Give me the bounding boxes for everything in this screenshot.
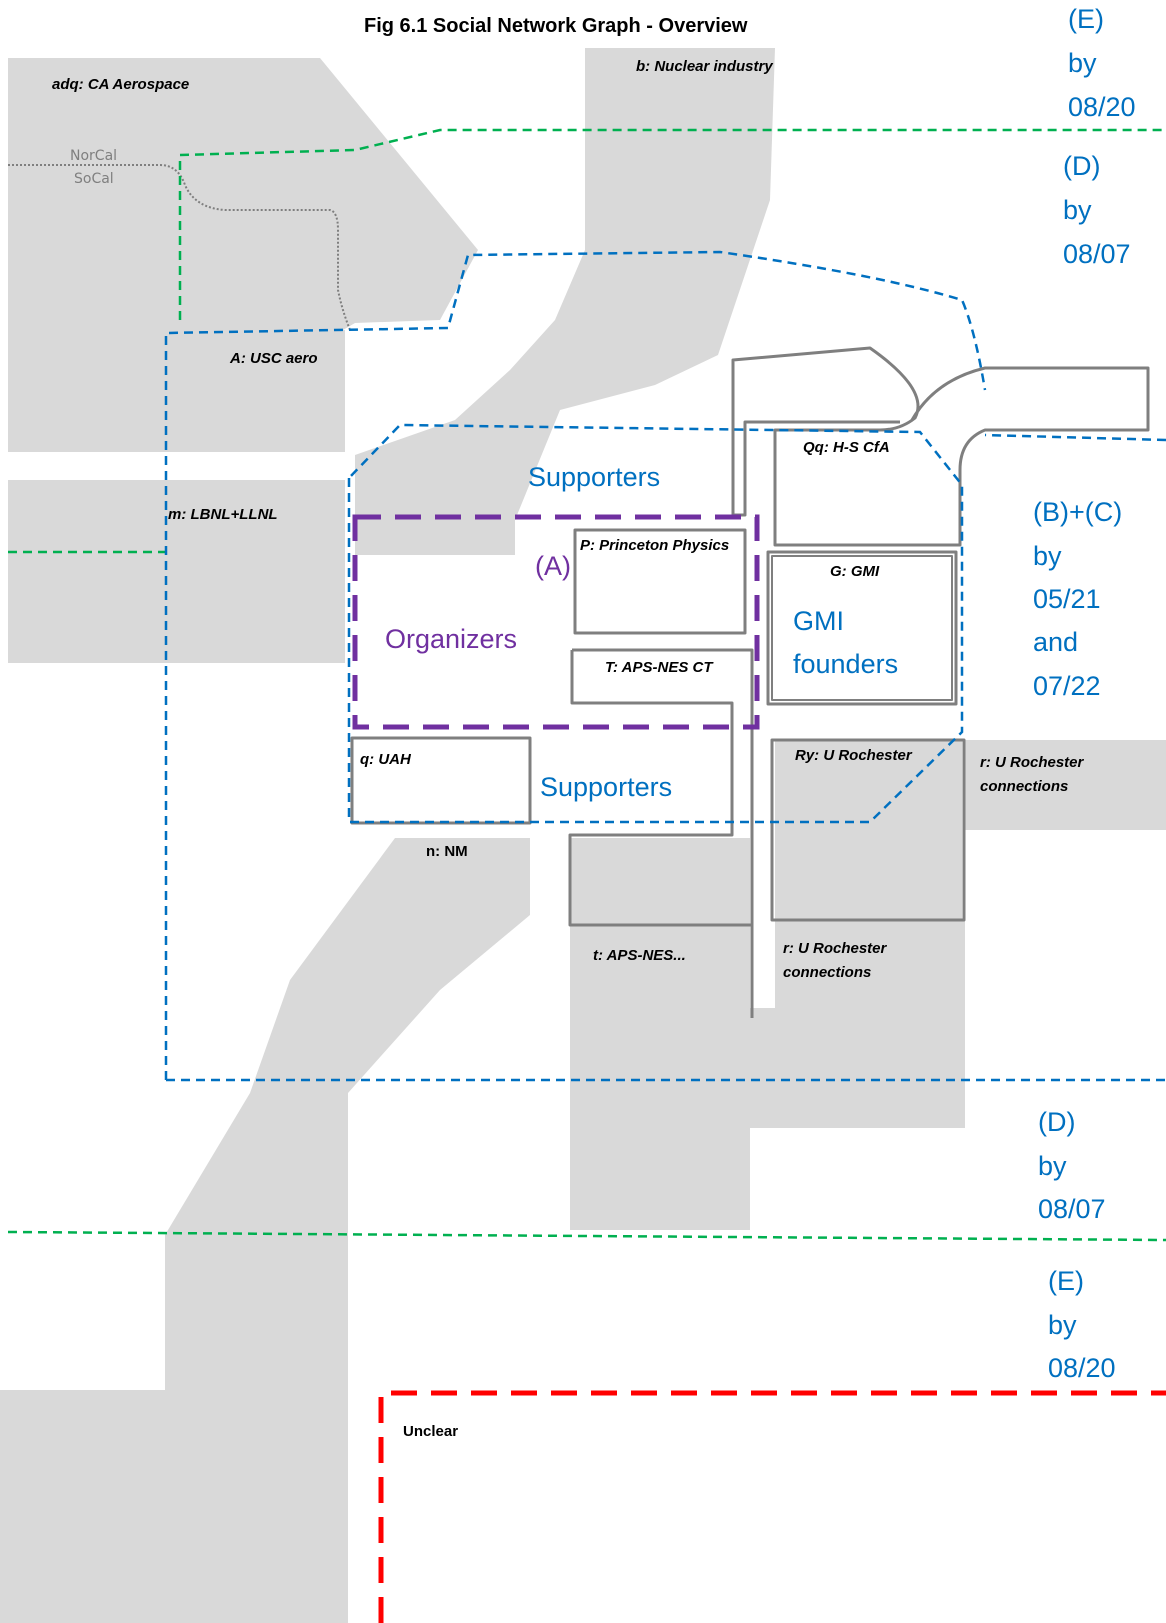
- outline-u-rochester: [770, 738, 966, 922]
- supporters-top-label: Supporters: [528, 462, 660, 492]
- region-u-rochester-right: [965, 740, 1166, 830]
- phase-e-top-line2: by: [1068, 48, 1097, 78]
- norcal-label: NorCal: [70, 148, 117, 164]
- node-m-label: m: LBNL+LLNL: [168, 506, 278, 523]
- phase-a-organizers-boundary: [352, 514, 760, 730]
- phase-d-bottom-line1: (D): [1038, 1107, 1075, 1137]
- region-nuclear-industry: [355, 48, 775, 555]
- phase-bc-label: (B)+(C) by 05/21 and 07/22: [1033, 497, 1122, 701]
- region-u-rochester-bottom: [775, 920, 965, 1018]
- phase-d-top-line3: 08/07: [1063, 239, 1131, 269]
- outline-uah: [350, 736, 532, 825]
- node-n-label: n: NM: [426, 843, 468, 860]
- phase-d-boundary: [164, 250, 1166, 1082]
- phase-d-bottom-line2: by: [1038, 1151, 1067, 1181]
- region-usc-aero: [8, 330, 345, 452]
- node-b-label: b: Nuclear industry: [636, 58, 773, 75]
- node-r-bottom-label: r: U Rochester connections: [783, 940, 891, 981]
- node-r-right-label: r: U Rochester connections: [980, 754, 1088, 795]
- node-r-bottom-line2: connections: [783, 964, 871, 981]
- phase-e-top-line1: (E): [1068, 4, 1104, 34]
- socal-label: SoCal: [74, 171, 114, 187]
- phase-d-top-label: (D) by 08/07: [1063, 151, 1131, 269]
- organizers-label: Organizers: [385, 624, 517, 654]
- phase-e-top-label: (E) by 08/20: [1068, 4, 1136, 122]
- phase-bc-line3: 05/21: [1033, 584, 1101, 614]
- node-ry-label: Ry: U Rochester: [795, 747, 913, 764]
- phase-e-bottom-line3: 08/20: [1048, 1353, 1116, 1383]
- node-r-bottom-line1: r: U Rochester: [783, 940, 888, 957]
- phase-bc-boundary: [347, 423, 964, 824]
- outline-qq-hs-cfa: [731, 346, 1150, 547]
- outline-princeton-physics: [573, 528, 747, 635]
- node-t-label: T: APS-NES CT: [605, 659, 714, 676]
- phase-d-bottom-line3: 08/07: [1038, 1194, 1106, 1224]
- supporters-bottom-label: Supporters: [540, 772, 672, 802]
- region-nm: [0, 838, 530, 1623]
- node-t-lower-label: t: APS-NES...: [593, 947, 686, 964]
- figure-title: Fig 6.1 Social Network Graph - Overview: [364, 15, 748, 37]
- phase-e-bottom-line1: (E): [1048, 1266, 1084, 1296]
- phase-e-boundary-top: [178, 128, 1166, 320]
- node-p-label: P: Princeton Physics: [580, 537, 729, 554]
- node-adq-label: adq: CA Aerospace: [52, 76, 189, 93]
- unclear-boundary: [378, 1390, 1166, 1623]
- region-lbnl-llnl: [8, 480, 345, 663]
- node-r-right-line1: r: U Rochester: [980, 754, 1085, 771]
- region-ry-fill: [775, 740, 962, 922]
- node-g-label: G: GMI: [830, 563, 880, 580]
- region-aps-nes: [570, 838, 965, 1230]
- phase-bc-line1: (B)+(C): [1033, 497, 1122, 527]
- outline-gmi-inner: [771, 555, 953, 701]
- phase-e-bottom-label: (E) by 08/20: [1048, 1266, 1116, 1383]
- phase-bc-line4: and: [1033, 627, 1078, 657]
- phase-bc-line5: 07/22: [1033, 671, 1101, 701]
- outline-p-t-arm: [731, 365, 900, 517]
- node-qq-label: Qq: H-S CfA: [803, 439, 890, 456]
- gmi-founders-line1: GMI: [793, 606, 844, 636]
- outline-aps-nes-ct: [568, 648, 754, 1018]
- phase-d-top-line1: (D): [1063, 151, 1100, 181]
- gmi-founders-line2: founders: [793, 649, 898, 679]
- phase-e-bottom-line2: by: [1048, 1310, 1077, 1340]
- node-r-right-line2: connections: [980, 778, 1068, 795]
- phase-a-label: (A): [535, 551, 571, 581]
- phase-d-top-line2: by: [1063, 195, 1092, 225]
- unclear-label: Unclear: [403, 1423, 458, 1440]
- node-a-label: A: USC aero: [229, 350, 318, 367]
- node-q-label: q: UAH: [360, 751, 412, 768]
- phase-e-boundary-bottom: [7, 1230, 1166, 1242]
- norcal-socal-border: [8, 164, 351, 331]
- phase-e-top-line3: 08/20: [1068, 92, 1136, 122]
- phase-bc-line2: by: [1033, 541, 1062, 571]
- region-ca-aerospace: [8, 58, 478, 330]
- phase-d-bottom-label: (D) by 08/07: [1038, 1107, 1106, 1224]
